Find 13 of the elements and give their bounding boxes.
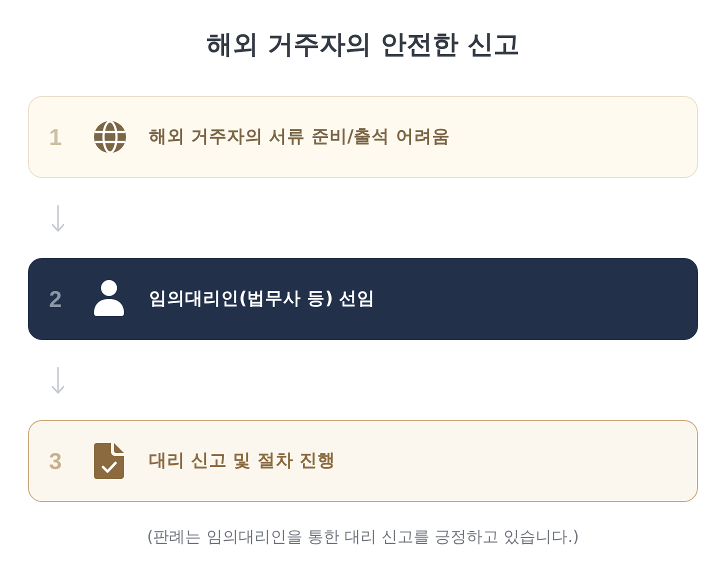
caption: (판례는 임의대리인을 통한 대리 신고를 긍정하고 있습니다.) xyxy=(146,526,580,548)
step-label: 임의대리인(법무사 등) 선임 xyxy=(149,288,376,311)
arrow xyxy=(52,367,64,394)
step-box xyxy=(28,96,698,178)
arrow xyxy=(52,205,64,232)
step-box xyxy=(28,420,698,502)
step-label: 해외 거주자의 서류 준비/출석 어려움 xyxy=(149,126,450,149)
step-box xyxy=(28,258,698,340)
step-number: 3 xyxy=(49,447,62,475)
step-number: 1 xyxy=(49,123,62,151)
step-number: 2 xyxy=(49,285,62,313)
step-label: 대리 신고 및 절차 진행 xyxy=(149,450,336,473)
title: 해외 거주자의 안전한 신고 xyxy=(205,29,521,62)
